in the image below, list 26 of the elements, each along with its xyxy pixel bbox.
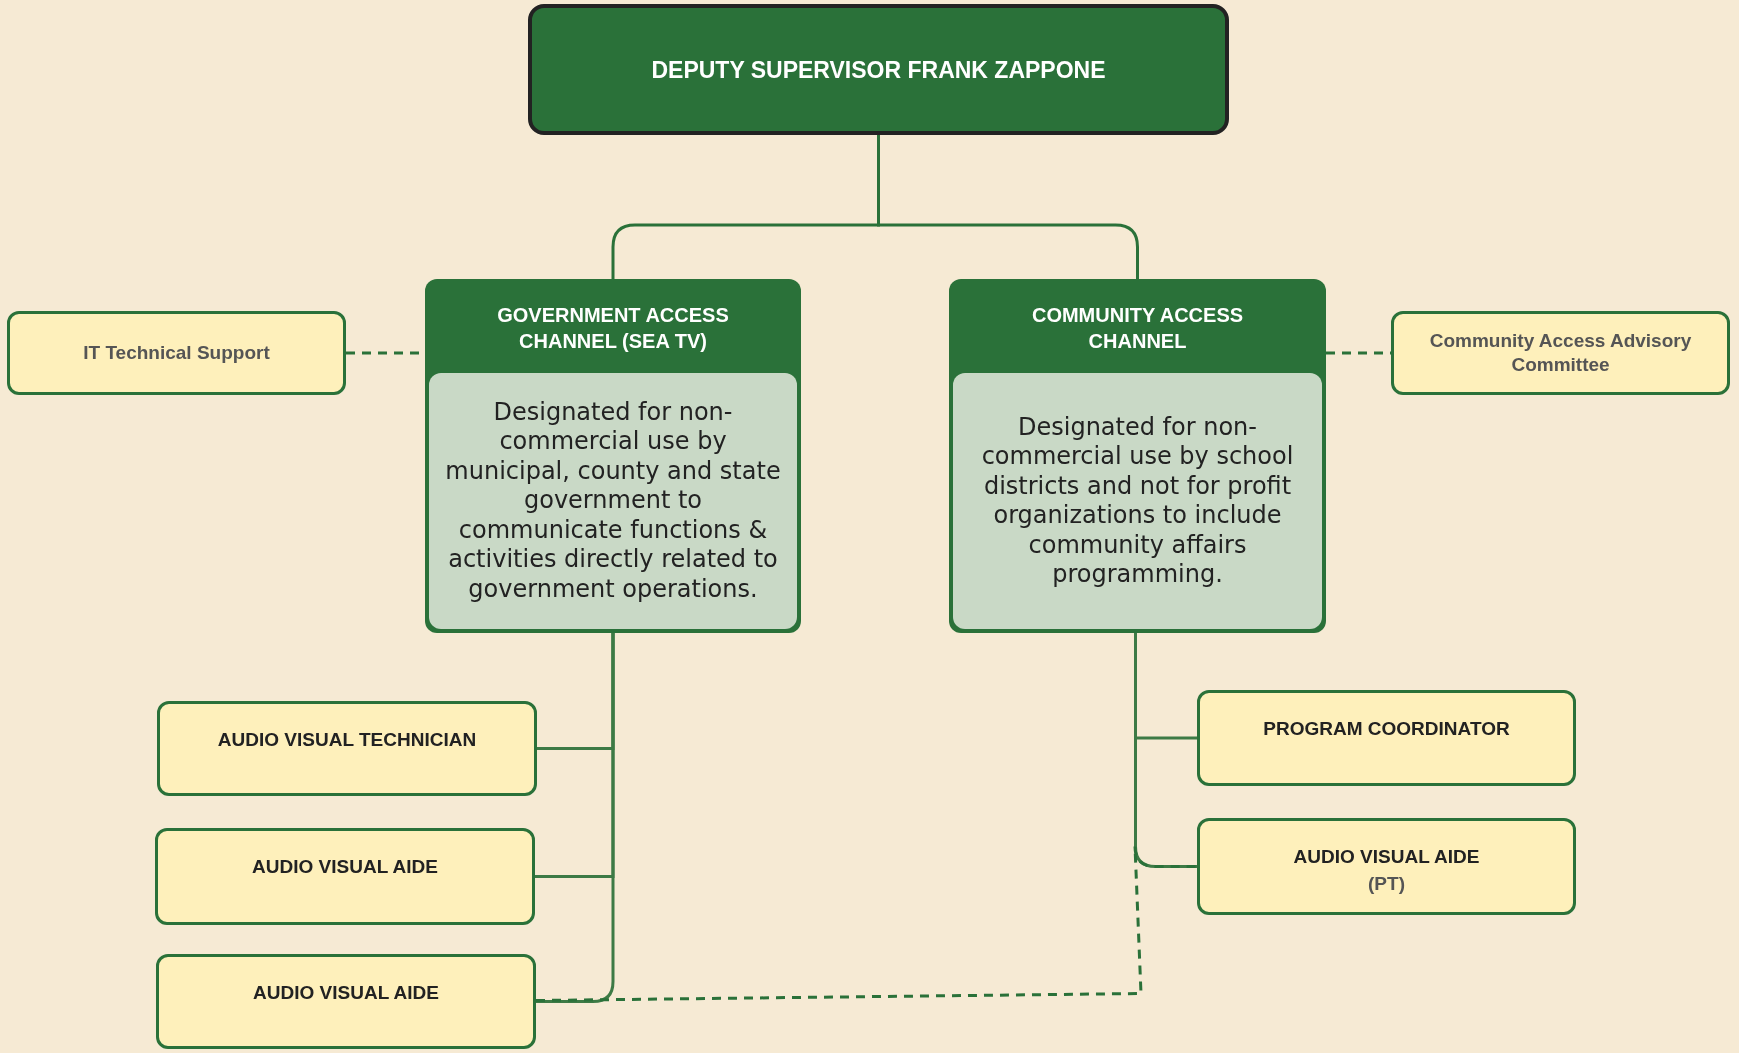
box-title: DEPUTY SUPERVISOR FRANK ZAPPONE (651, 55, 1106, 85)
channel-box (949, 279, 1326, 633)
role-box (157, 701, 537, 796)
advisory-box (1391, 311, 1730, 395)
role-box (156, 954, 536, 1049)
dashed-connector (536, 845, 1197, 1002)
role-box (155, 828, 535, 925)
supervisor-box (528, 4, 1229, 135)
connector-line (1134, 633, 1197, 868)
channel-title: COMMUNITY ACCESS CHANNEL (1030, 303, 1245, 354)
role-title: AUDIO VISUAL AIDE (252, 855, 438, 879)
role-box (1197, 690, 1576, 786)
role-box (1197, 818, 1576, 915)
connector-line (536, 633, 615, 1003)
role-note: (PT) (1368, 872, 1405, 896)
description-text: Designated for non-commercial use by municipal, county and state government to communicate functions & activities directly related to government operations. (445, 397, 781, 605)
box-label: IT Technical Support (83, 341, 270, 365)
role-title: AUDIO VISUAL TECHNICIAN (217, 728, 477, 752)
description-text: Designated for non-commercial use by school districts and not for profit organizations to include community affairs programming. (980, 412, 1295, 590)
channel-title: GOVERNMENT ACCESS CHANNEL (SEA TV) (496, 303, 730, 354)
advisory-box (7, 311, 346, 395)
role-title: PROGRAM COORDINATOR (1263, 717, 1510, 741)
channel-box (425, 279, 801, 633)
box-label: Community Access Advisory Committee (1428, 329, 1693, 377)
role-title: AUDIO VISUAL AIDE (1293, 845, 1480, 869)
role-title: AUDIO VISUAL AIDE (253, 981, 439, 1005)
